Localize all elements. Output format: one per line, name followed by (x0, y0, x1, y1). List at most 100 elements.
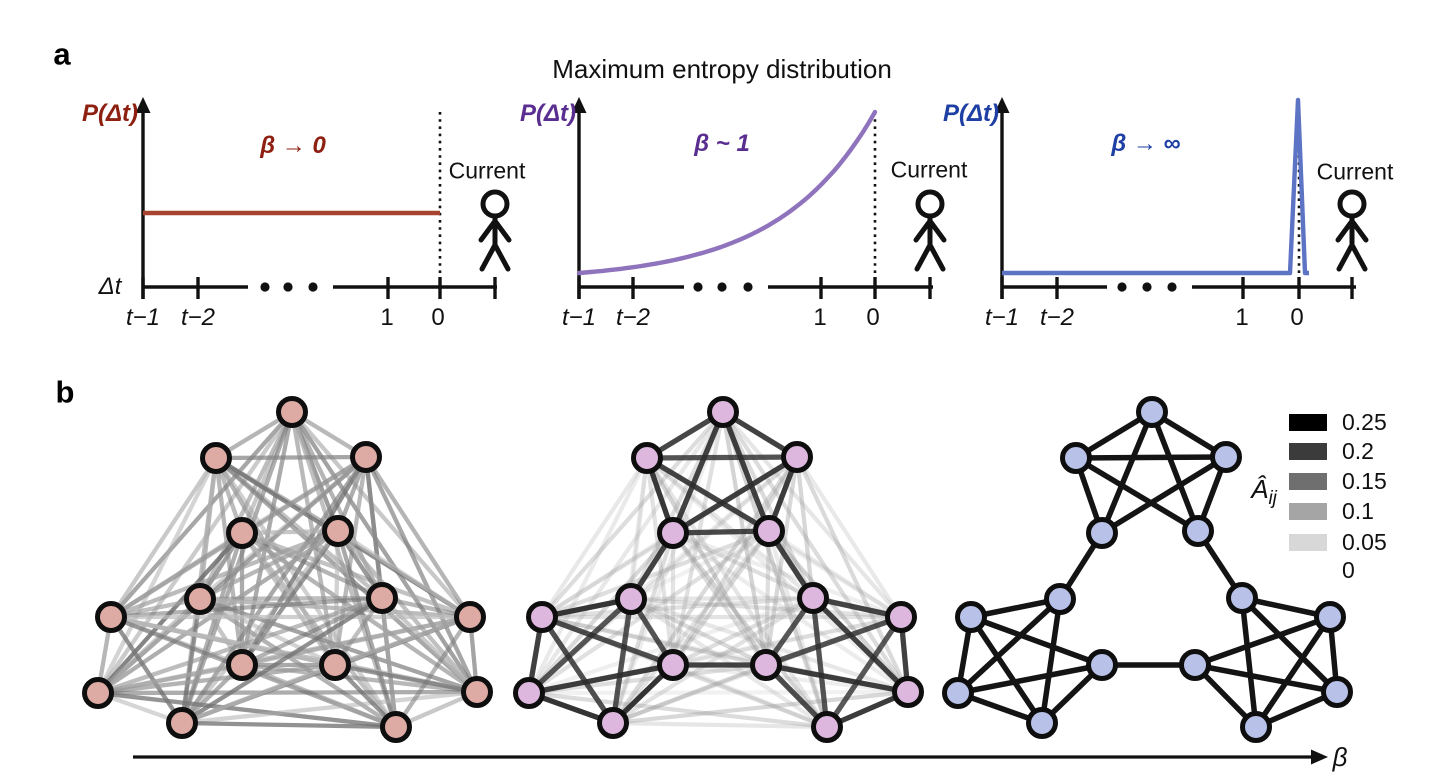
network-edge (335, 528, 473, 620)
network-node (276, 396, 308, 428)
network-node (226, 517, 258, 549)
current-label-plot3: Current (1316, 158, 1394, 185)
network-edge (670, 454, 800, 536)
network-node (366, 582, 398, 614)
network-edge (644, 455, 830, 730)
legend-swatch (1289, 533, 1327, 551)
legend-entry: 0.05 (1289, 528, 1387, 555)
tick-label: t−1 (125, 304, 161, 331)
legend-value: 0 (1342, 556, 1355, 583)
network-edge (332, 454, 369, 668)
network-edge (794, 454, 911, 695)
network-edge (213, 455, 245, 668)
network-edge (766, 528, 911, 695)
network-edge (95, 689, 480, 696)
network-edge (610, 454, 800, 726)
network-node (1182, 515, 1214, 547)
network-edge (670, 530, 830, 730)
legend-entry: 0.25 (1289, 410, 1387, 433)
legend-swatch (1289, 502, 1327, 520)
network-edge (628, 528, 772, 602)
network-edge (610, 662, 769, 726)
legend-value: 0.05 (1342, 528, 1387, 555)
network-edge (670, 595, 816, 668)
network-node (707, 396, 739, 428)
legend-label: Âij (1251, 476, 1277, 508)
network-edge (955, 662, 1105, 696)
legend-entry: 0.2 (1289, 437, 1374, 464)
network-node (200, 442, 232, 474)
network-edge (670, 409, 726, 668)
tick-label: 0 (1290, 304, 1304, 331)
y-axis-label-plot3: P(Δt) (942, 100, 1000, 127)
network-edge (239, 662, 399, 730)
network-edge (1099, 409, 1155, 536)
network-edge (526, 530, 676, 696)
network-edge (108, 595, 385, 620)
beta-annotation-plot1: β → 0 (260, 132, 326, 159)
network-edge (644, 455, 769, 668)
network-edge (824, 614, 904, 730)
network-node (82, 677, 114, 709)
maxent-curve-delta-spike (1002, 97, 1309, 276)
network-node (631, 442, 663, 474)
network-node (322, 515, 354, 547)
network-edge (363, 454, 480, 695)
network-edge (955, 596, 1063, 696)
network-edge (526, 662, 769, 696)
network-edge (393, 614, 473, 730)
network-edge (108, 455, 219, 620)
network-edge (628, 454, 800, 602)
network-edge (1253, 614, 1333, 730)
tick-label: t−2 (615, 304, 651, 331)
network-edge (179, 720, 399, 730)
network-edge (670, 530, 816, 601)
axis-ellipsis-dot (693, 282, 703, 292)
network-edge (379, 595, 480, 695)
network-node (942, 677, 974, 709)
network-node (1210, 441, 1242, 473)
legend-value: 0.1 (1342, 497, 1374, 524)
network-node (1086, 517, 1118, 549)
tick-label: 1 (813, 304, 827, 331)
network-node (166, 707, 198, 739)
network-node (797, 582, 829, 614)
network-edge (239, 530, 473, 620)
network-node (1226, 582, 1258, 614)
network-node (380, 711, 412, 743)
network-node (513, 677, 545, 709)
network-edge (1149, 409, 1201, 534)
network-edge (108, 409, 295, 620)
network-node (1179, 649, 1211, 681)
network-edge (628, 595, 816, 602)
network-node (597, 707, 629, 739)
network-node (319, 649, 351, 681)
network-edge (213, 454, 369, 461)
legend-value: 0.2 (1342, 437, 1374, 464)
network-node (1044, 583, 1076, 615)
legend-label-main: Â (1251, 474, 1269, 504)
legend-entry: 0 (1289, 556, 1355, 583)
network-edge (526, 662, 676, 696)
network-edge (539, 595, 816, 620)
network-edge (644, 455, 816, 601)
legend-entry: 0.15 (1289, 469, 1387, 492)
network-edge (1239, 595, 1340, 695)
network-edge (628, 596, 904, 620)
network-node (1314, 601, 1346, 633)
legend-swatch (1289, 562, 1327, 579)
person-icon (913, 189, 947, 272)
network-edge (1073, 455, 1201, 534)
panel-label-a: a (53, 36, 71, 72)
network-edge (670, 528, 772, 668)
network-edge (108, 528, 341, 620)
axis-ellipsis-dot (260, 282, 270, 292)
network-edge (628, 455, 650, 602)
network-edge (720, 409, 769, 668)
network-node (526, 601, 558, 633)
axis-ellipsis-dot (717, 282, 727, 292)
network-edge (1192, 614, 1333, 668)
network-node (657, 649, 689, 681)
network-edge (239, 528, 341, 536)
